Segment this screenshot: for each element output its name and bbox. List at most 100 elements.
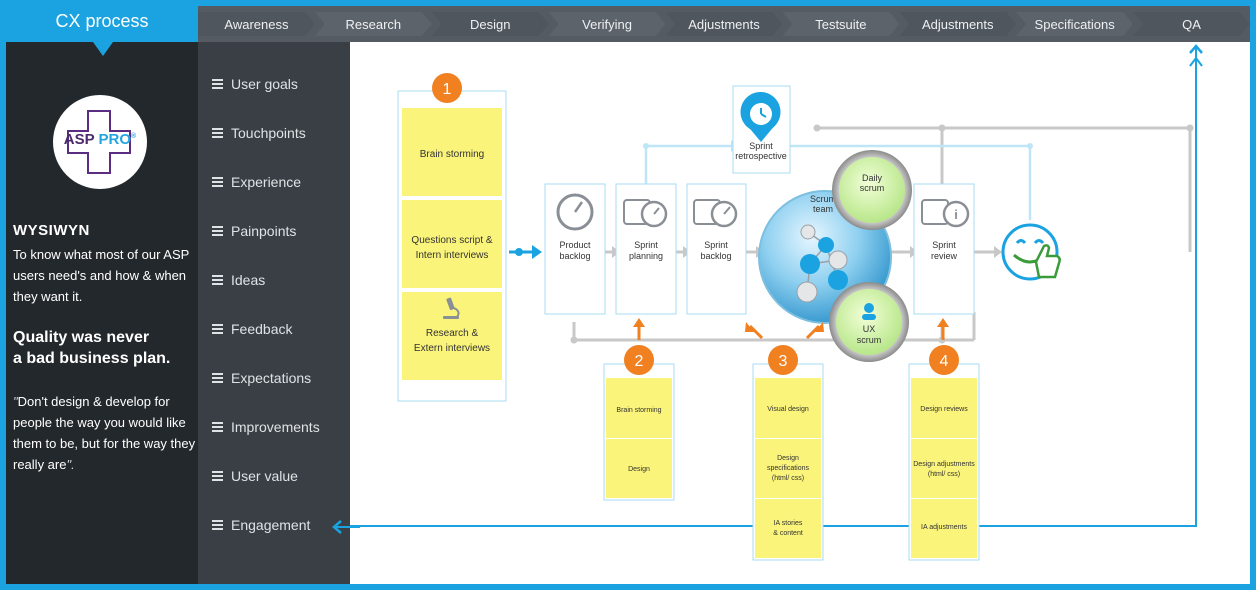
intro-body: To know what most of our ASP users need'… (13, 247, 190, 304)
g3-html-label: (html/ css) (772, 475, 804, 482)
hamburger-icon (212, 224, 223, 238)
g3-content-label: & content (773, 530, 803, 537)
gauge-icon (556, 193, 594, 231)
logo-cross-icon (67, 110, 131, 174)
svg-text:UX: UX (863, 324, 876, 334)
badge-4 (929, 345, 959, 375)
badge-1 (432, 73, 462, 103)
g2-design-label: Design (628, 466, 650, 473)
step-specifications[interactable]: Specifications (1034, 16, 1115, 32)
svg-text:planning: planning (629, 251, 663, 261)
g3-visual-label: Visual design (767, 406, 809, 413)
sidebar-item-label: User goals (231, 76, 298, 92)
sidebar-item-label: Touchpoints (231, 125, 306, 141)
sidebar-item-improvements[interactable]: Improvements (212, 418, 320, 436)
svg-text:Sprint: Sprint (704, 240, 728, 250)
svg-text:Sprint: Sprint (749, 141, 773, 151)
step-design[interactable]: Design (469, 16, 511, 32)
orange-arrows (633, 318, 949, 340)
svg-text:backlog: backlog (700, 251, 731, 261)
sprint-review-box: i Sprint review (913, 183, 975, 315)
svg-text:i: i (954, 207, 958, 222)
step-verifying[interactable]: Verifying (582, 16, 633, 32)
intro-heading: WYSIWYN (13, 222, 90, 239)
sticky-g2-brainstorm (606, 378, 672, 438)
ux-scrum-bubble: UX scrum (829, 282, 909, 362)
step-qa[interactable]: QA (1182, 16, 1201, 32)
sidebar-item-ideas[interactable]: Ideas (212, 271, 265, 289)
sidebar-item-label: Engagement (231, 517, 311, 533)
badge-3-label: 3 (779, 353, 788, 370)
step-research[interactable]: Research (345, 16, 402, 32)
sprint-backlog-box: Sprint backlog (686, 183, 747, 315)
step-testsuite[interactable]: Testsuite (815, 16, 867, 32)
g1-extern-label: Extern interviews (414, 343, 490, 354)
design-quote: "Don't design & develop for people the w… (13, 394, 196, 472)
brand-title: CX process (6, 6, 198, 42)
svg-text:Daily: Daily (862, 173, 883, 183)
g3-design-label: Design (777, 455, 799, 462)
g4-ia-label: IA adjustments (921, 524, 967, 531)
g3-specs-label: specifications (767, 465, 810, 472)
hamburger-icon (212, 126, 223, 140)
step-adjustments[interactable]: Adjustments (921, 16, 994, 32)
logo-text: ASP PRO® (63, 131, 137, 148)
sticky-g3-visual (755, 378, 821, 438)
g4-adjust-label: Design adjustments (913, 461, 975, 468)
svg-text:team: team (813, 204, 833, 214)
svg-text:retrospective: retrospective (735, 151, 787, 161)
sidebar-item-touchpoints[interactable]: Touchpoints (212, 124, 306, 142)
step-adjustments[interactable]: Adjustments (688, 16, 760, 32)
sticky-g4-adjust (911, 439, 977, 498)
microscope-icon (443, 297, 460, 319)
process-steps-bar: Awareness Research Design Verifying Adjustme… (198, 6, 1250, 42)
hamburger-icon (212, 273, 223, 287)
g1-questions-label: Questions script & (411, 235, 492, 246)
svg-text:scrum: scrum (857, 335, 882, 345)
sprint-planning-box: Sprint planning (615, 183, 677, 315)
svg-text:scrum: scrum (860, 183, 885, 193)
g1-research-label: Research & (426, 328, 479, 339)
sidebar-item-user-value[interactable]: User value (212, 467, 298, 485)
diagram-canvas: Brain storming Questions script & Intern… (350, 42, 1250, 584)
svg-text:Scrum: Scrum (810, 194, 836, 204)
brand-pointer (93, 42, 113, 56)
sidebar-item-user-goals[interactable]: User goals (212, 75, 298, 93)
cx-process-diagram: Brain storming Questions script & Intern… (350, 56, 1203, 561)
sticky-g4-ia (911, 499, 977, 558)
badge-2 (624, 345, 654, 375)
sticky-g3-ia (755, 499, 821, 558)
hamburger-icon (212, 469, 223, 483)
badge-3 (768, 345, 798, 375)
sticky-g4-reviews (911, 378, 977, 438)
person-icons (796, 224, 848, 303)
sprint-retrospective-box: Sprint retrospective (732, 85, 791, 174)
sidebar-item-experience[interactable]: Experience (212, 173, 301, 191)
step-awareness[interactable]: Awareness (224, 16, 289, 32)
g1-intern-label: Intern interviews (416, 250, 489, 261)
quality-statement: Quality was never a bad business plan. (13, 329, 171, 367)
badge-4-label: 4 (940, 353, 949, 370)
svg-text:Product: Product (559, 240, 591, 250)
sidebar-item-label: Feedback (231, 321, 293, 337)
steps-chevrons (198, 12, 1250, 36)
sidebar-item-painpoints[interactable]: Painpoints (212, 222, 296, 240)
sidebar-item-engagement[interactable]: Engagement (212, 516, 310, 534)
sidebar-item-expectations[interactable]: Expectations (212, 369, 311, 387)
sticky-g2-design (606, 439, 672, 498)
sidebar-item-label: Ideas (231, 272, 266, 288)
sidebar-item-label: User value (231, 468, 298, 484)
asp-pro-logo: ASP PRO® (53, 95, 147, 189)
input-arrow (509, 245, 542, 259)
hamburger-icon (212, 175, 223, 189)
daily-scrum-bubble: Daily scrum (832, 150, 912, 230)
light-blue-connectors (644, 144, 1032, 220)
hamburger-icon (212, 371, 223, 385)
hamburger-icon (212, 420, 223, 434)
sidebar-item-label: Experience (231, 174, 302, 190)
g4-html-label: (html/ css) (928, 471, 960, 478)
sidebar-item-feedback[interactable]: Feedback (212, 320, 292, 338)
svg-text:review: review (931, 251, 958, 261)
sticky-brainstorm (402, 108, 502, 196)
hamburger-icon (212, 322, 223, 336)
